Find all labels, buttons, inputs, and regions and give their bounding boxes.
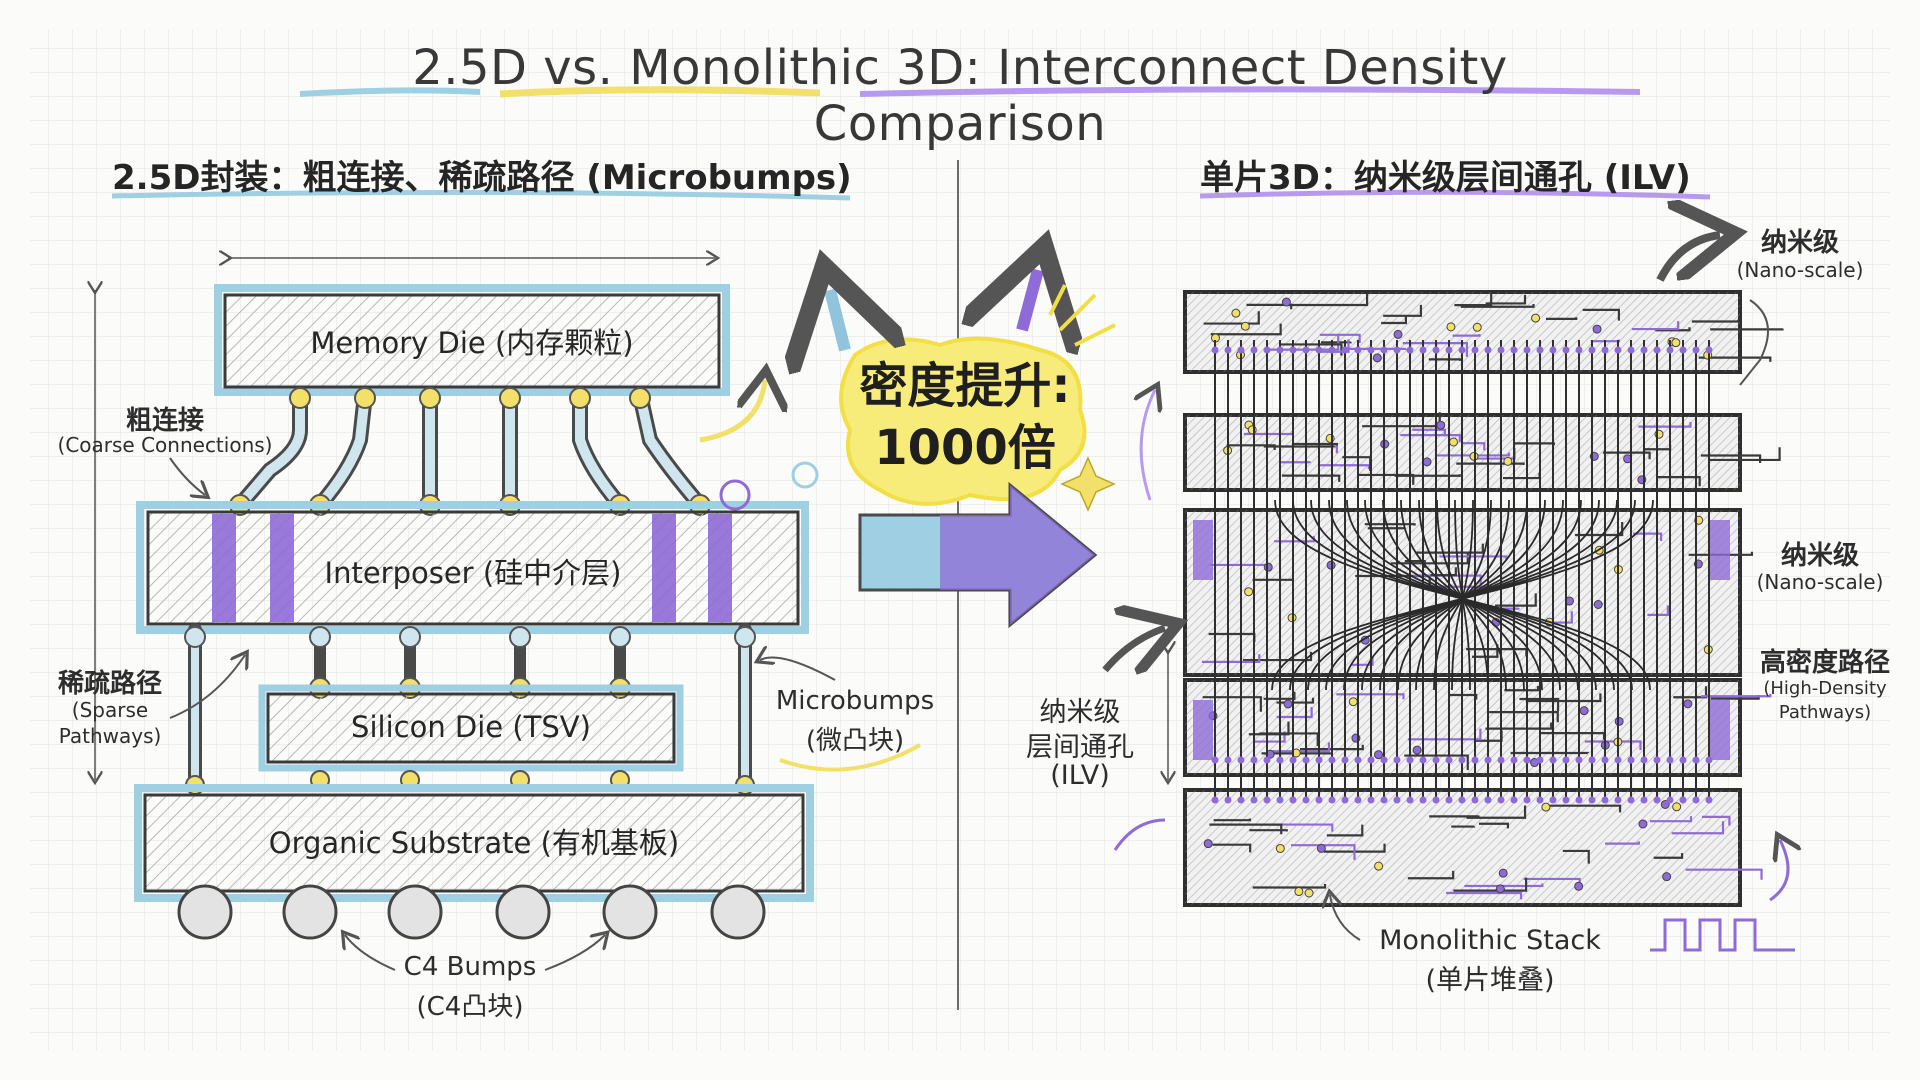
ilv-label-2: 层间通孔 [1026,732,1134,763]
silicon-die-glow [258,684,684,772]
hd-label-cn: 高密度路径 [1759,648,1890,678]
purple-doodle-circle [719,479,751,511]
ilv-label-3: (ILV) [1050,760,1110,791]
nano-label-cn-top: 纳米级 [1760,228,1839,258]
nano-label-en-top: (Nano-scale) [1736,258,1864,282]
hd-label-en-1: (High-Density [1763,678,1887,699]
sparse-label-en-1: (Sparse [71,698,149,722]
square-wave-doodle [1650,918,1795,952]
c4-bumps [177,884,766,940]
memory-die [223,293,721,389]
blue-doodle-circle [791,461,819,489]
substrate-label: Organic Substrate (有机基板) [268,826,680,860]
purple-swoosh-left [1141,390,1155,501]
right-heading-underline [1199,189,1711,200]
silicon-die-label: Silicon Die (TSV) [351,710,591,744]
memory-die-glow [214,284,730,396]
c4-label-en: C4 Bumps [403,952,537,982]
c4-label-cn: (C4凸块) [416,992,524,1022]
substrate-glow [134,784,814,902]
title-underline-yellow [499,86,821,98]
interposer-tsv [212,514,732,622]
stack-label-en: Monolithic Stack [1379,925,1601,956]
microbumps-label-en: Microbumps [775,686,935,716]
silicon-die [266,692,676,764]
interposer-glow [136,501,809,634]
ilv-label-1: 纳米级 [1039,697,1121,728]
blue-up-arrow [830,290,845,350]
sparse-arrow [169,655,245,719]
title-underline-purple [859,86,1641,97]
sparse-label-en-2: Pathways) [58,724,162,748]
memory-die-label: Memory Die (内存颗粒) [310,326,634,360]
purple-up-arrow [1022,270,1038,330]
yellow-curl-arrow [699,380,765,443]
hd-label-en-2: Pathways) [1778,702,1872,723]
density-callout-line2: 1000倍 [874,420,1056,476]
page-title: 2.5D vs. Monolithic 3D: Interconnect Den… [412,40,1508,152]
sparkle-star [1060,456,1116,512]
microbumps-swoosh [779,743,921,772]
left-heading-underline [111,189,851,201]
microbumps-label-cn: (微凸块) [805,726,905,756]
ilv-wires [1193,340,1730,804]
stack-label-cn: (单片堆叠) [1425,965,1555,996]
density-callout-line1: 密度提升: [859,358,1071,414]
left-heading: 2.5D封装：粗连接、稀疏路径 (Microbumps) [112,158,852,198]
sparse-label-cn: 稀疏路径 [57,669,162,699]
c4-arrow-right [544,935,605,971]
c4-arrow-left [345,935,396,971]
coarse-label-en: (Coarse Connections) [57,433,273,457]
ilv-arrow [1102,628,1165,670]
purple-swoosh-right [1769,840,1788,902]
sparkle-lines [1048,284,1116,347]
coarse-label-cn: 粗连接 [125,406,204,436]
nano-label-en-mid: (Nano-scale) [1756,570,1884,594]
nano-label-cn-mid: 纳米级 [1780,541,1859,571]
coarse-arrow [169,457,205,495]
interposer-label: Interposer (硅中介层) [324,556,622,590]
stack-arrow [1330,895,1361,941]
organic-substrate [143,793,805,893]
nano-bracket-top [1739,299,1769,386]
purple-swoosh-bottom [1113,818,1166,851]
right-heading: 单片3D：纳米级层间通孔 (ILV) [1200,158,1691,198]
nano-arrow-top [1656,235,1720,282]
interposer-bottom-bumps [184,626,756,648]
interposer [146,510,800,626]
microbumps-arrow [760,658,836,681]
title-underline-blue [299,87,481,97]
